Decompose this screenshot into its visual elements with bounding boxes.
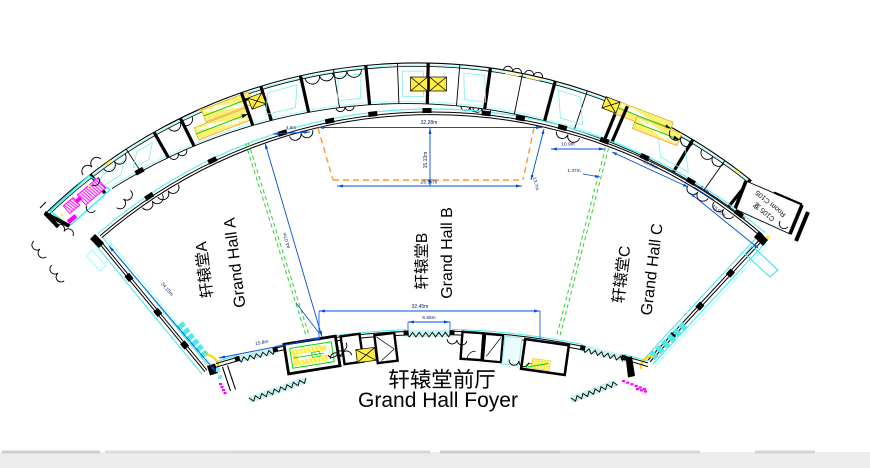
svg-text:4.5m: 4.5m: [286, 125, 296, 130]
svg-text:15.8m: 15.8m: [255, 339, 269, 347]
svg-text:15.13m: 15.13m: [423, 152, 429, 169]
svg-text:25.97m: 25.97m: [421, 180, 438, 186]
svg-text:44.07m: 44.07m: [282, 232, 292, 249]
svg-text:6.55m: 6.55m: [422, 315, 435, 321]
svg-text:32.45m: 32.45m: [412, 304, 429, 310]
svg-text:1.37m: 1.37m: [567, 168, 580, 174]
svg-text:13.7m: 13.7m: [531, 177, 540, 191]
svg-text:A: A: [193, 240, 211, 253]
svg-text:C: C: [616, 245, 634, 258]
svg-text:32.28m: 32.28m: [421, 120, 438, 126]
svg-text:Grand Hall B: Grand Hall B: [439, 207, 456, 299]
svg-text:6.5m: 6.5m: [699, 185, 710, 195]
svg-text:B: B: [414, 233, 431, 243]
svg-text:10.9m: 10.9m: [561, 142, 574, 148]
svg-text:Grand Hall Foyer: Grand Hall Foyer: [358, 389, 518, 412]
